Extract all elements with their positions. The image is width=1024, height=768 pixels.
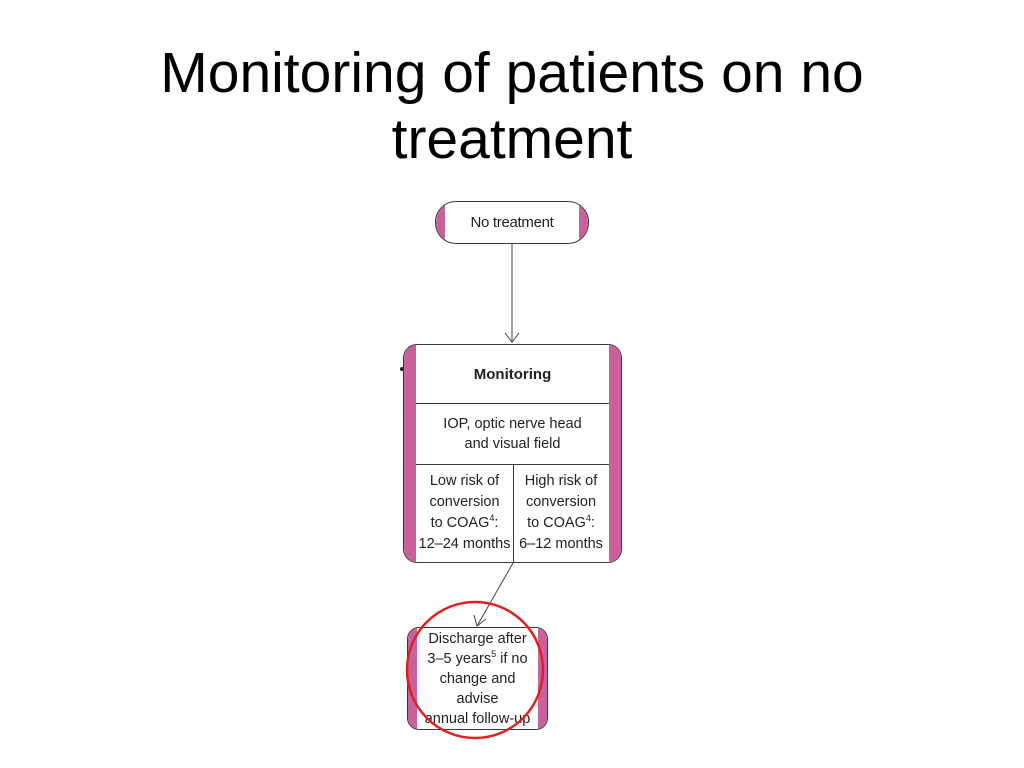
high-risk-line-3: to COAG4:	[527, 513, 595, 534]
low-risk-line-2: conversion	[429, 494, 500, 510]
low-risk-cell: Low risk of conversion to COAG4: 12–24 m…	[416, 464, 514, 562]
accent-bar-left	[436, 202, 445, 243]
low-risk-interval: 12–24 months	[418, 536, 511, 552]
low-risk-coag-text: to COAG	[430, 515, 490, 531]
discharge-line-3: change and advise	[439, 670, 516, 707]
high-risk-footnote-ref: 4	[585, 513, 591, 523]
discharge-line-2: 3–5 years5 if no	[427, 649, 527, 669]
monitoring-parameters-line-2: and visual field	[464, 435, 561, 452]
stray-dot	[400, 367, 404, 371]
slide-title: Monitoring of patients on no treatment	[0, 40, 1024, 172]
high-risk-colon: :	[590, 515, 595, 531]
accent-bar-right	[609, 345, 621, 562]
low-risk-footnote-ref: 4	[489, 513, 495, 523]
discharge-if-no: if no	[496, 650, 528, 667]
high-risk-coag-text: to COAG	[527, 515, 586, 531]
discharge-box: Discharge after 3–5 years5 if no change …	[407, 627, 548, 730]
no-treatment-label: No treatment	[470, 214, 554, 231]
accent-bar-left	[408, 628, 417, 729]
high-risk-interval: 6–12 months	[519, 536, 603, 552]
low-risk-line-1: Low risk of	[429, 473, 500, 489]
high-risk-cell: High risk of conversion to COAG4: 6–12 m…	[513, 464, 609, 562]
accent-bar-right	[579, 202, 588, 243]
monitoring-parameters: IOP, optic nerve head and visual field	[416, 403, 609, 465]
monitoring-heading: Monitoring	[416, 345, 609, 404]
slide-title-line-2: treatment	[391, 107, 633, 171]
slide-title-line-1: Monitoring of patients on no	[160, 41, 864, 105]
low-risk-line-3: to COAG4:	[431, 513, 499, 534]
arrowhead-monitoring	[504, 332, 520, 343]
no-treatment-box: No treatment	[435, 201, 589, 244]
discharge-line-1: Discharge after	[428, 630, 527, 647]
connector-monitoring-to-discharge	[476, 562, 514, 627]
accent-bar-left	[404, 345, 416, 562]
accent-bar-right	[538, 628, 547, 729]
discharge-label: Discharge after 3–5 years5 if no change …	[417, 628, 538, 729]
monitoring-box: Monitoring IOP, optic nerve head and vis…	[403, 344, 622, 563]
high-risk-line-1: High risk of	[524, 473, 598, 489]
high-risk-line-2: conversion	[525, 494, 597, 510]
discharge-line-4: annual follow-up	[424, 710, 531, 727]
discharge-years: 3–5 years	[427, 650, 492, 667]
monitoring-parameters-line-1: IOP, optic nerve head	[443, 415, 582, 432]
low-risk-colon: :	[494, 515, 499, 531]
